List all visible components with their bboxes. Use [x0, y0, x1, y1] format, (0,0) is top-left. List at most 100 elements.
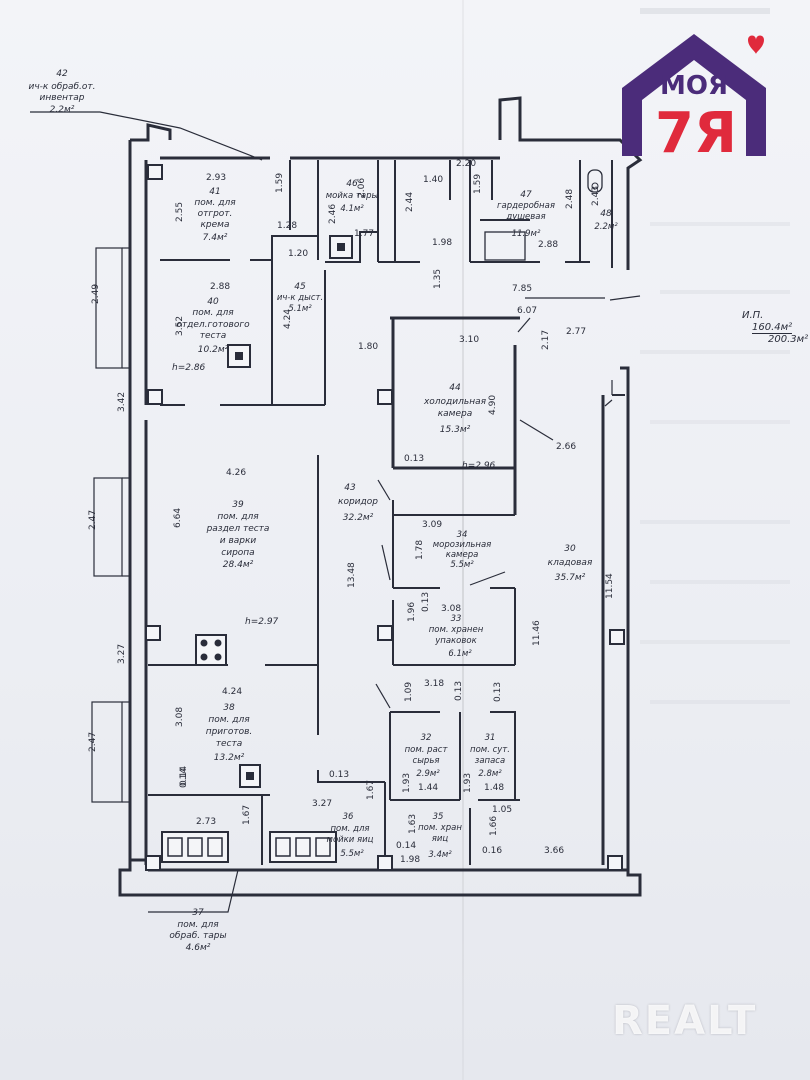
svg-text:6.64: 6.64: [173, 508, 183, 528]
svg-text:2.49: 2.49: [91, 284, 101, 304]
shower-icon: [484, 231, 526, 261]
height-label: h=2.96: [462, 461, 496, 471]
room-30-number: 30: [564, 544, 576, 554]
svg-text:1.59: 1.59: [275, 173, 285, 193]
svg-text:2.46: 2.46: [328, 204, 338, 224]
west-windows: [91, 247, 130, 803]
svg-text:1.35: 1.35: [433, 269, 443, 289]
room-45-name: ич-к дыст.: [277, 293, 323, 303]
toilet-icon: [587, 169, 603, 193]
room-41-area: 7.4м²: [203, 233, 228, 243]
bleed-through-text: [640, 8, 790, 704]
svg-text:3.08: 3.08: [175, 707, 185, 727]
moya-7ya-logo: МОЯ 7Я: [616, 30, 772, 168]
room-41-name: отгрот.: [198, 209, 233, 219]
room-45-number: 45: [294, 282, 306, 292]
svg-text:1.59: 1.59: [473, 174, 483, 194]
room-39-number: 39: [232, 500, 244, 510]
summary-value-1: 160.4м²: [752, 322, 793, 334]
svg-text:0.14: 0.14: [179, 768, 189, 788]
svg-text:1.28: 1.28: [277, 221, 297, 231]
svg-text:3.08: 3.08: [441, 604, 461, 614]
svg-text:42: 42: [56, 69, 68, 79]
svg-text:2.06: 2.06: [357, 178, 367, 198]
svg-text:ич-к обраб.от.: ич-к обраб.от.: [28, 82, 95, 92]
svg-text:0.16: 0.16: [482, 846, 502, 856]
room-47-name: душевая: [505, 212, 545, 222]
summary-label: И.П.: [742, 310, 764, 321]
room-33-number: 33: [451, 614, 462, 624]
room-39-area: 28.4м²: [223, 560, 254, 570]
svg-text:13.48: 13.48: [347, 562, 357, 588]
room-44-name: холодильная: [423, 397, 487, 407]
room-38-name: теста: [216, 739, 243, 749]
svg-text:1.98: 1.98: [432, 238, 452, 248]
room-48-number: 48: [600, 209, 612, 219]
svg-text:4.24: 4.24: [222, 687, 242, 697]
logo-heart-icon: [748, 35, 764, 54]
room-32-number: 32: [421, 733, 432, 743]
area-summary: И.П. 160.4м² 200.3м²: [742, 310, 810, 346]
svg-text:1.20: 1.20: [288, 249, 308, 259]
room-44-number: 44: [449, 383, 461, 393]
room-44-area: 15.3м²: [440, 425, 471, 435]
room-labels: 41 пом. для отгрот. крема 7.4м² 40 пом. …: [176, 179, 618, 860]
svg-text:11.46: 11.46: [532, 620, 542, 646]
room-34-name: морозильная: [433, 540, 492, 550]
svg-text:3.42: 3.42: [117, 392, 127, 412]
svg-text:3.09: 3.09: [422, 520, 442, 530]
room-43-name: коридор: [338, 497, 378, 507]
columns: [145, 164, 625, 871]
room-34-number: 34: [457, 530, 468, 540]
svg-text:2.88: 2.88: [210, 282, 230, 292]
room-41-number: 41: [209, 187, 220, 197]
svg-text:1.05: 1.05: [492, 805, 512, 815]
svg-text:4.24: 4.24: [283, 309, 293, 329]
room-40-name: теста: [200, 331, 227, 341]
svg-text:0.14: 0.14: [396, 841, 416, 851]
svg-text:2.66: 2.66: [556, 442, 576, 452]
summary-value-2: 200.3м²: [768, 334, 809, 345]
svg-text:3.52: 3.52: [175, 316, 185, 336]
room-31-number: 31: [485, 733, 496, 743]
room-30-area: 35.7м²: [555, 573, 586, 583]
room-38-name: пом. для: [208, 715, 250, 725]
svg-text:1.09: 1.09: [404, 682, 414, 702]
svg-text:2.2м²: 2.2м²: [50, 105, 75, 115]
room-33-name: упаковок: [434, 636, 477, 646]
room-39-name: сиропа: [221, 548, 254, 558]
room-36-name: мойки яиц: [327, 835, 374, 845]
sink-unit-left-icon: [161, 831, 229, 863]
svg-text:1.98: 1.98: [400, 855, 420, 865]
room-47-number: 47: [520, 190, 532, 200]
room-40-area: 10.2м²: [198, 345, 229, 355]
svg-text:0.13: 0.13: [454, 681, 464, 701]
room-39-name: и варки: [220, 536, 257, 546]
room-46-name: мойка тары: [326, 191, 379, 201]
svg-text:2.44: 2.44: [405, 192, 415, 212]
room-38-name: приготов.: [206, 727, 253, 737]
room-43-area: 32.2м²: [343, 513, 374, 523]
svg-text:2.88: 2.88: [538, 240, 558, 250]
room-46-number: 46: [346, 179, 358, 189]
sink-unit-right-icon: [269, 831, 337, 863]
svg-text:2.77: 2.77: [566, 327, 586, 337]
room-33-name: пом. хранен: [429, 625, 484, 635]
room-43-number: 43: [344, 483, 356, 493]
room-36-number: 36: [343, 812, 354, 822]
room-36-area: 5.5м²: [340, 849, 364, 859]
room-32-name: пом. раст: [405, 745, 449, 755]
height-label: h=2.86: [172, 363, 206, 373]
svg-text:2.43: 2.43: [591, 186, 601, 206]
room-47-name: гардеробная: [497, 201, 555, 211]
svg-text:0.13: 0.13: [404, 454, 424, 464]
logo-house-icon: [622, 34, 766, 156]
room-40-name: пом. для: [192, 308, 234, 318]
svg-text:2.47: 2.47: [88, 510, 98, 530]
room-34-area: 5.5м²: [450, 560, 474, 570]
room-48-area: 2.2м²: [594, 222, 618, 232]
svg-text:1.96: 1.96: [407, 602, 417, 622]
svg-text:2.47: 2.47: [88, 732, 98, 752]
room-38-number: 38: [223, 703, 235, 713]
room-31-area: 2.8м²: [478, 769, 502, 779]
